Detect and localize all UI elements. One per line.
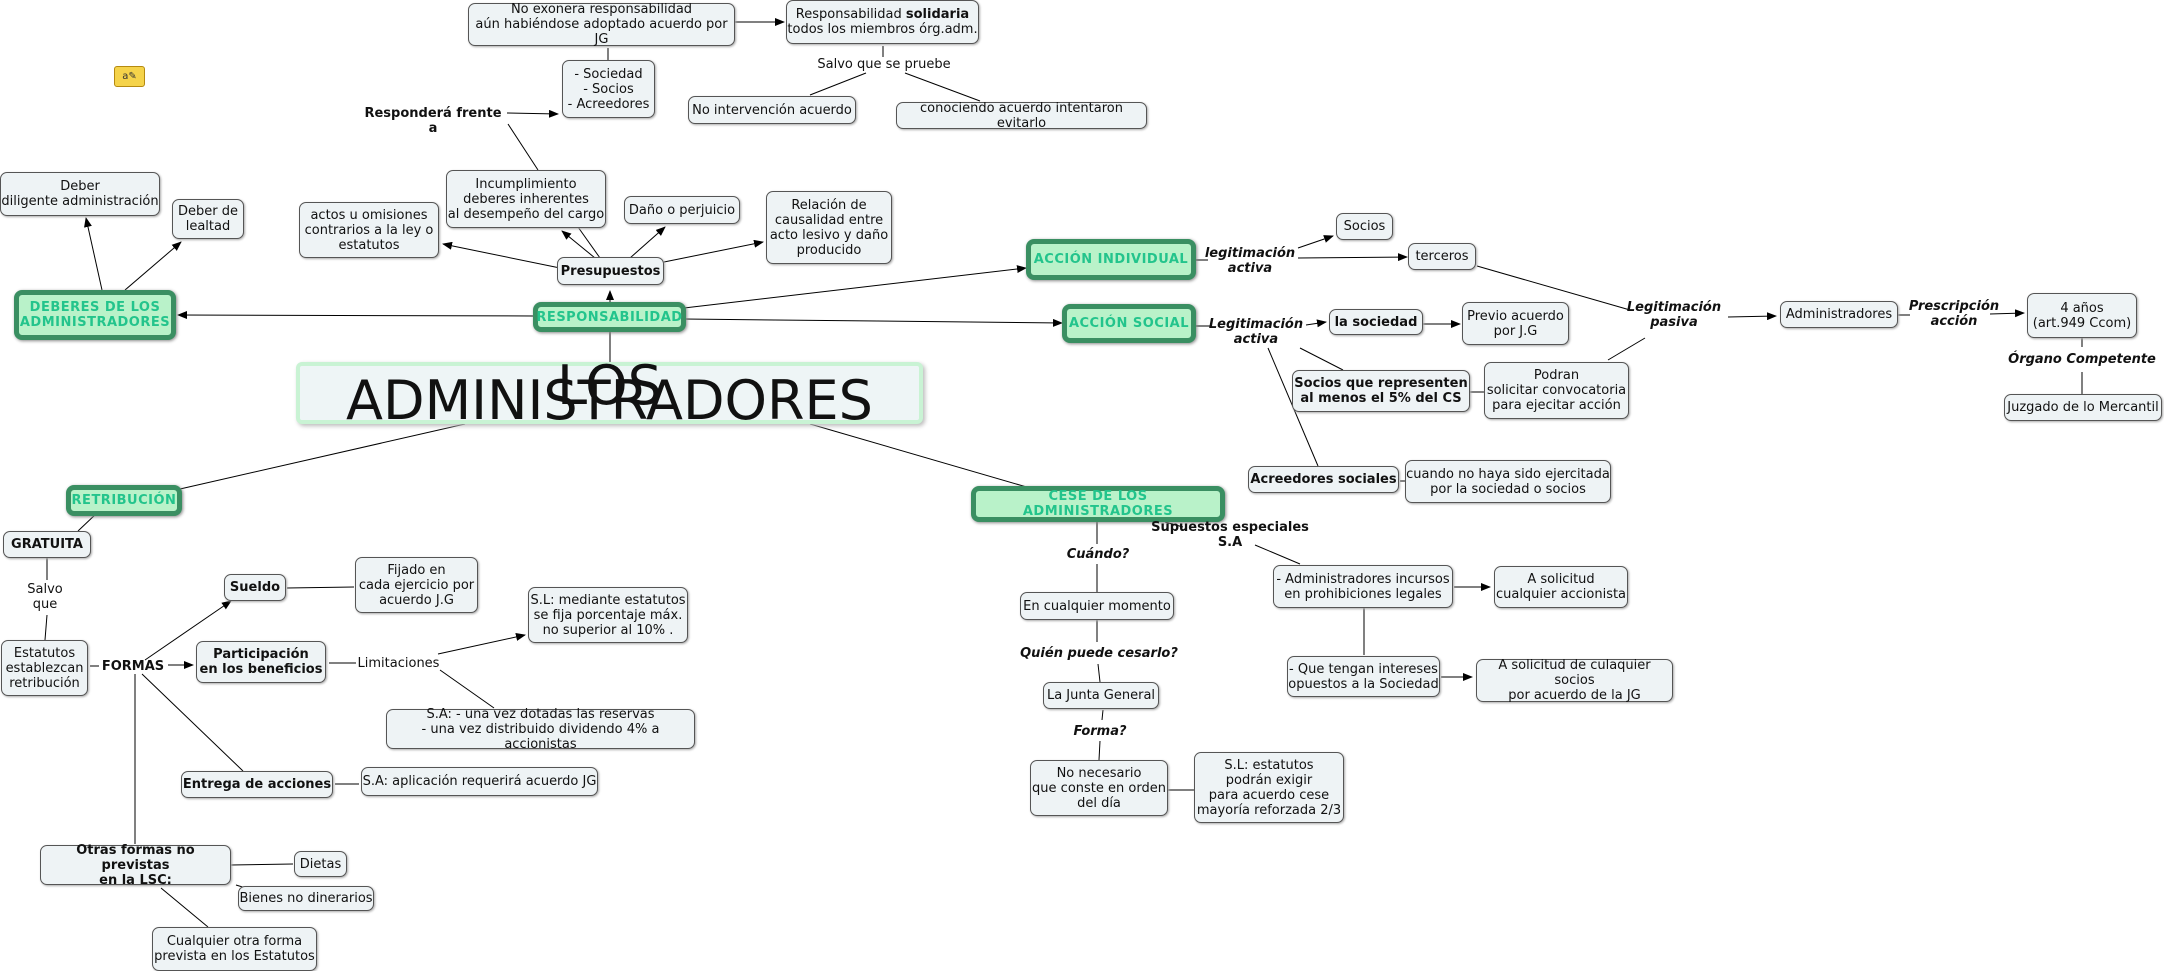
node-sociedad-socios-acreedores[interactable]: - Sociedad - Socios - Acreedores xyxy=(562,60,655,118)
node-la-sociedad[interactable]: la sociedad xyxy=(1329,309,1423,335)
node-fijado-ejercicio[interactable]: Fijado en cada ejercicio por acuerdo J.G xyxy=(355,557,478,613)
node-solicitud-socios[interactable]: A solicitud de culaquier socios por acue… xyxy=(1476,658,1673,703)
node-cualquier-otra-forma[interactable]: Cualquier otra forma prevista en los Est… xyxy=(152,927,317,971)
label-prescripcion-accion: Prescripción acción xyxy=(1908,299,2000,329)
node-socios-5[interactable]: Socios que representen al menos el 5% de… xyxy=(1292,370,1470,412)
node-acreedores-sociales[interactable]: Acreedores sociales xyxy=(1248,466,1399,493)
node-conociendo-acuerdo[interactable]: conociendo acuerdo intentaron evitarlo xyxy=(896,101,1147,131)
node-administradores-incursos[interactable]: - Administradores incursos en prohibicio… xyxy=(1273,565,1453,608)
node-solicitud-accionista[interactable]: A solicitud cualquier accionista xyxy=(1494,566,1628,608)
node-terceros[interactable]: terceros xyxy=(1408,243,1476,270)
node-juzgado-mercantil[interactable]: Juzgado de lo Mercantil xyxy=(2004,394,2162,421)
branch-responsabilidad[interactable]: RESPONSABILIDAD xyxy=(533,302,686,332)
node-sa-reservas[interactable]: S.A: - una vez dotadas las reservas - un… xyxy=(386,707,695,752)
node-estatutos-retribucion[interactable]: Estatutos establezcan retribución xyxy=(1,640,88,696)
label-organo-competente: Órgano Competente xyxy=(2008,351,2156,367)
node-otras-formas[interactable]: Otras formas no previstas en la LSC: xyxy=(40,843,231,888)
label-respondera: Responderá frente a xyxy=(364,106,502,136)
node-bienes-no-dinerarios[interactable]: Bienes no dinerarios xyxy=(238,886,374,911)
node-deber-diligente[interactable]: Deber diligente administración xyxy=(0,172,160,216)
label-limitaciones: Limitaciones xyxy=(357,655,440,671)
branch-accion-social[interactable]: ACCIÓN SOCIAL xyxy=(1062,304,1196,343)
node-participacion-beneficios[interactable]: Participación en los beneficios xyxy=(196,641,326,683)
label-salvo-que: Salvo que xyxy=(27,582,63,612)
label-legitimacion-pasiva: Legitimación pasiva xyxy=(1626,300,1722,330)
label-cuando: Cuándo? xyxy=(1066,546,1130,562)
node-podran-solicitar[interactable]: Podran solicitar convocatoria para ejeci… xyxy=(1484,362,1629,419)
node-actos-omisiones[interactable]: actos u omisiones contrarios a la ley o … xyxy=(299,202,439,258)
node-junta-general[interactable]: La Junta General xyxy=(1043,682,1159,709)
node-cuatro-anos[interactable]: 4 años (art.949 Ccom) xyxy=(2027,293,2137,338)
node-cuando-no-ejercitada[interactable]: cuando no haya sido ejercitada por la so… xyxy=(1405,460,1611,503)
node-sueldo[interactable]: Sueldo xyxy=(224,574,286,601)
label-legitimacion-activa-social: Legitimación activa xyxy=(1208,317,1304,347)
note-icon[interactable]: a✎ xyxy=(114,66,145,87)
central-topic[interactable]: LOS ADMINISTRADORES xyxy=(296,359,923,428)
node-no-necesario[interactable]: No necesario que conste en orden del día xyxy=(1030,760,1168,816)
branch-accion-individual[interactable]: ACCIÓN INDIVIDUAL xyxy=(1026,239,1196,280)
solidaria-post: todos los miembros órg.adm. xyxy=(787,22,978,37)
solidaria-pre: Responsabilidad xyxy=(795,7,906,22)
node-entrega-acciones[interactable]: Entrega de acciones xyxy=(181,771,333,798)
node-sa-aplicacion[interactable]: S.A: aplicación requerirá acuerdo JG xyxy=(361,767,598,796)
node-incumplimiento[interactable]: Incumplimiento deberes inherentes al des… xyxy=(446,170,606,228)
node-socios[interactable]: Socios xyxy=(1336,213,1393,240)
label-forma: Forma? xyxy=(1073,723,1127,739)
node-dano-perjuicio[interactable]: Daño o perjuicio xyxy=(624,196,740,224)
node-gratuita[interactable]: GRATUITA xyxy=(3,531,91,558)
node-cualquier-momento[interactable]: En cualquier momento xyxy=(1020,592,1174,620)
node-deber-lealtad[interactable]: Deber de lealtad xyxy=(172,199,244,239)
node-sl-porcentaje[interactable]: S.L: mediante estatutos se fija porcenta… xyxy=(528,587,688,643)
node-administradores[interactable]: Administradores xyxy=(1780,301,1898,328)
node-dietas[interactable]: Dietas xyxy=(294,851,347,877)
node-presupuestos[interactable]: Presupuestos xyxy=(557,257,664,285)
label-quien-puede: Quién puede cesarlo? xyxy=(1020,645,1178,661)
label-supuestos-especiales: Supuestos especiales S.A xyxy=(1151,520,1309,550)
solidaria-bold: solidaria xyxy=(905,7,970,22)
node-sl-estatutos[interactable]: S.L: estatutos podrán exigir para acuerd… xyxy=(1194,752,1344,823)
node-no-intervencion[interactable]: No intervención acuerdo xyxy=(688,96,856,124)
node-intereses-opuestos[interactable]: - Que tengan intereses opuestos a la Soc… xyxy=(1287,656,1440,697)
node-relacion-causalidad[interactable]: Relación de causalidad entre acto lesivo… xyxy=(766,191,892,264)
branch-deberes[interactable]: DEBERES DE LOS ADMINISTRADORES xyxy=(14,290,176,340)
branch-cese[interactable]: CESE DE LOS ADMINISTRADORES xyxy=(971,486,1225,522)
node-previo-acuerdo[interactable]: Previo acuerdo por J.G xyxy=(1462,302,1569,345)
branch-retribucion[interactable]: RETRIBUCIÓN xyxy=(66,485,182,516)
label-formas: FORMAS xyxy=(101,658,165,674)
label-salvo-prueba: Salvo que se pruebe xyxy=(817,56,951,72)
label-legitimacion-activa-individual: legitimación activa xyxy=(1204,246,1296,276)
node-no-exonera[interactable]: No exonera responsabilidad aún habiéndos… xyxy=(468,2,735,47)
